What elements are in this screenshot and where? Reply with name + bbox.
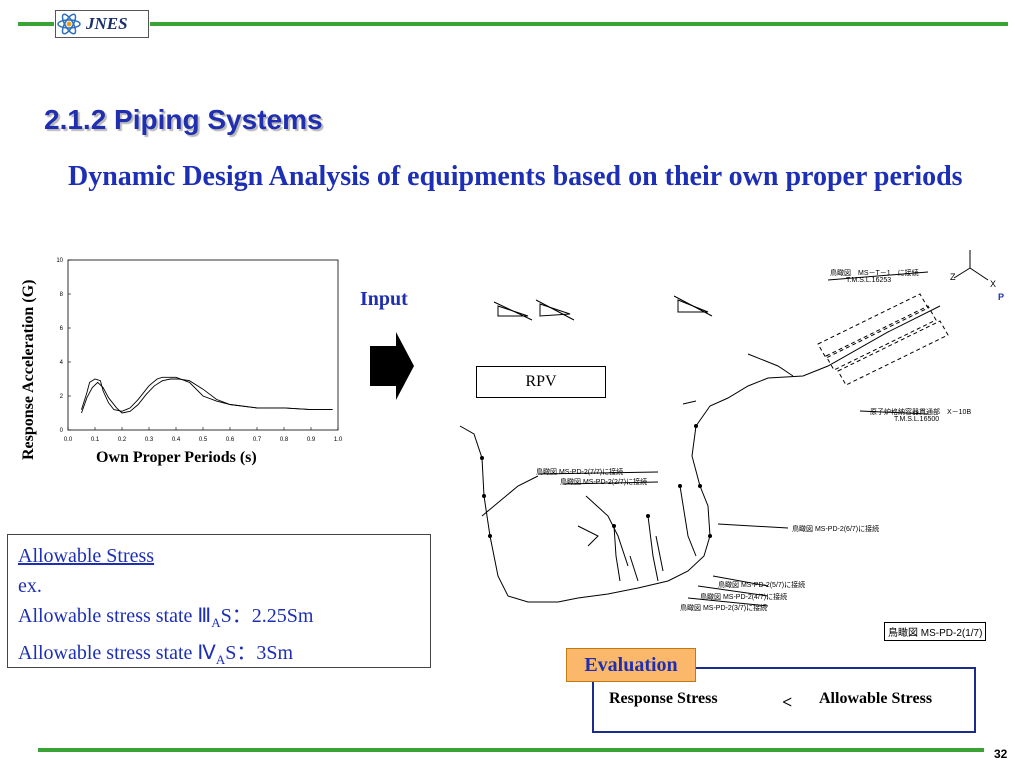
- diagram-label-l6: 鳥瞰図 MS-PD-2(3/7)に接続: [680, 605, 768, 612]
- diagram-label-top-sub: T.M.S.L.16253: [846, 277, 892, 284]
- x-tick-label: 0.7: [253, 437, 262, 443]
- chart-plot-frame: [67, 259, 339, 431]
- x-tick-label: 0.6: [226, 437, 235, 443]
- x-tick-label: 0.4: [172, 437, 181, 443]
- jnes-logo: JNES: [55, 10, 149, 38]
- allowable-stress-label: Allowable Stress: [819, 690, 933, 707]
- x-tick-label: 0.5: [199, 437, 208, 443]
- y-tick-label: 10: [56, 258, 63, 264]
- x-tick-label: 0.8: [280, 437, 289, 443]
- x-tick-label: 0.1: [91, 437, 100, 443]
- x-tick-label: 0.3: [145, 437, 154, 443]
- diagram-label-mid-sub: T.M.S.L.16500: [894, 416, 940, 423]
- response-spectrum-chart: 0.0 0.1 0.2 0.3 0.4 0.5 0.6 0.7 0.8 0.9 1.0 10 8 6 4 2 0: [56, 258, 342, 443]
- diagram-label-l5: 鳥瞰図 MS-PD-2(4/7)に接続: [700, 594, 788, 601]
- less-than-operator: <: [782, 692, 793, 712]
- allowable-stress-box: Allowable Stress ex. Allowable stress st…: [7, 534, 431, 668]
- y-tick-label: 0: [60, 428, 64, 434]
- x-tick-label: 0.9: [307, 437, 316, 443]
- piping-isometric-diagram: [459, 250, 989, 607]
- series-line-1: [81, 376, 333, 412]
- series-line-2: [81, 378, 333, 414]
- footer-rule: [38, 748, 984, 752]
- x-tick-label: 0.2: [118, 437, 127, 443]
- x-tick-label: 1.0: [334, 437, 342, 443]
- section-title: 2.1.2 Piping Systems: [44, 104, 323, 135]
- diagram-label-l1: 鳥瞰図 MS-PD-2(7/7)に接続: [536, 469, 624, 476]
- diagram-label-l4: 鳥瞰図 MS-PD-2(5/7)に接続: [718, 582, 806, 589]
- y-tick-label: 6: [60, 326, 64, 332]
- header-rule-left: [18, 22, 54, 26]
- x-tick-label: 0.0: [64, 437, 73, 443]
- page-number: 32: [994, 747, 1008, 761]
- right-arrow-icon: [370, 332, 414, 400]
- evaluation-tag: Evaluation: [566, 648, 696, 682]
- logo-text: JNES: [86, 14, 128, 33]
- input-label: Input: [360, 288, 408, 310]
- y-tick-label: 2: [60, 394, 64, 400]
- diagram-label-l3: 鳥瞰図 MS-PD-2(6/7)に接続: [792, 526, 880, 533]
- allowable-example: ex.: [18, 575, 42, 597]
- diagram-label-top: 鳥瞰図 MS－T－1 に接続: [830, 270, 919, 277]
- rpv-box: RPV: [476, 366, 606, 398]
- diagram-label-mid: 原子炉格納容器貫通部 X－10B: [870, 409, 972, 416]
- allowable-stress-title: Allowable Stress: [18, 545, 155, 567]
- response-stress-label: Response Stress: [609, 690, 718, 707]
- header-rule: [150, 22, 1008, 26]
- y-tick-label: 8: [60, 292, 64, 298]
- axis-p-label: P: [998, 292, 1005, 302]
- y-tick-label: 4: [60, 360, 64, 366]
- slide-subtitle: Dynamic Design Analysis of equipments ba…: [68, 161, 963, 192]
- chart-x-axis-label: Own Proper Periods (s): [96, 449, 257, 466]
- axis-z-label: Z: [950, 272, 956, 282]
- chart-y-axis-label: Response Acceleration (G): [20, 279, 37, 460]
- diagram-reference: 鳥瞰図 MS-PD-2(1/7): [884, 622, 987, 641]
- allowable-line-3: Allowable stress state ⅢAS：2.25Sm: [18, 605, 314, 630]
- atom-icon: [57, 13, 81, 35]
- allowable-line-4: Allowable stress state ⅣAS：3Sm: [18, 642, 294, 667]
- axis-x-label: X: [990, 279, 997, 289]
- diagram-label-l2: 鳥瞰図 MS-PD-2(2/7)に接続: [560, 479, 648, 486]
